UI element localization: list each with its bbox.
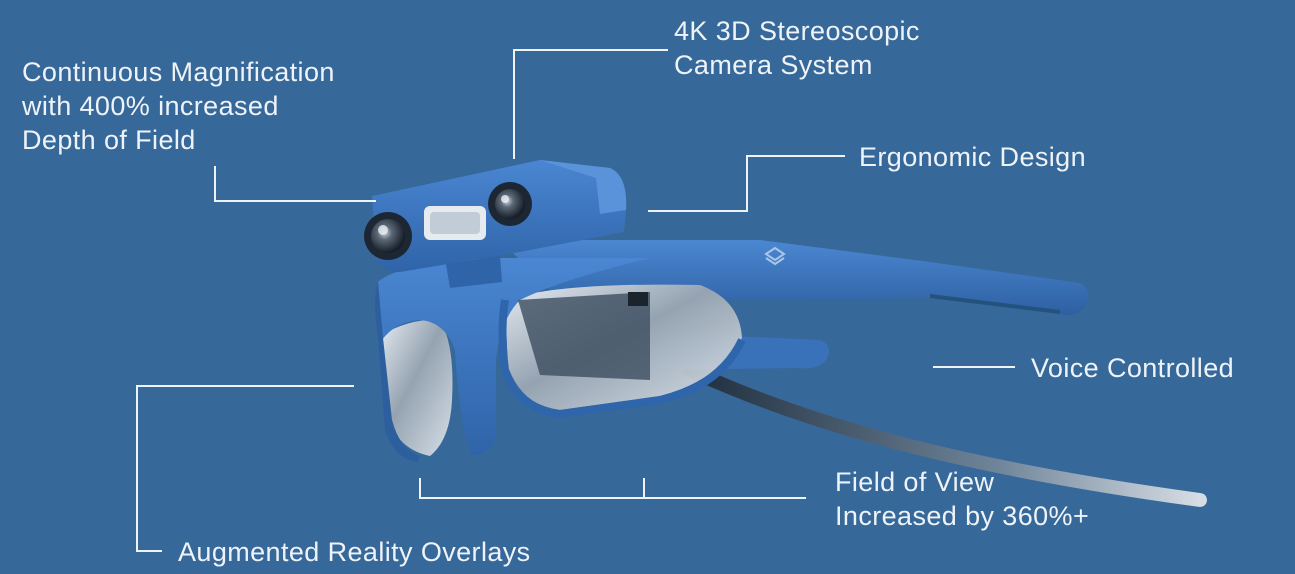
right-camera-lens [488,182,532,226]
callout-camera-line-1: 4K 3D Stereoscopic [674,16,920,46]
callout-voice: Voice Controlled [1031,351,1234,385]
left-camera-lens [364,212,412,260]
cable [683,363,1207,507]
front-frame [378,258,650,455]
callout-magnification-line-2: with 400% increased [22,91,279,121]
callout-fov: Field of View Increased by 360%+ [835,465,1089,533]
callout-voice-line-1: Voice Controlled [1031,353,1235,383]
display-module [518,292,650,380]
callout-fov-line-1: Field of View [835,467,995,497]
callout-lines [136,49,1015,552]
camera-leader [513,49,668,159]
ergonomic-leader [648,155,845,212]
callout-magnification-line-3: Depth of Field [22,125,196,155]
callout-ar: Augmented Reality Overlays [178,535,531,569]
callout-magnification-line-1: Continuous Magnification [22,57,335,87]
callout-ar-line-1: Augmented Reality Overlays [178,537,531,567]
callout-magnification: Continuous Magnification with 400% incre… [22,55,335,157]
fov-leader [419,478,806,499]
left-visor [380,319,453,456]
magnification-leader [214,166,376,202]
ar-leader [136,385,354,552]
callout-fov-line-2: Increased by 360%+ [835,501,1090,531]
callout-camera: 4K 3D Stereoscopic Camera System [674,14,920,82]
callout-ergonomic-line-1: Ergonomic Design [859,142,1087,172]
callout-ergonomic: Ergonomic Design [859,140,1086,174]
callout-camera-line-2: Camera System [674,50,873,80]
logo-icon [764,246,786,266]
